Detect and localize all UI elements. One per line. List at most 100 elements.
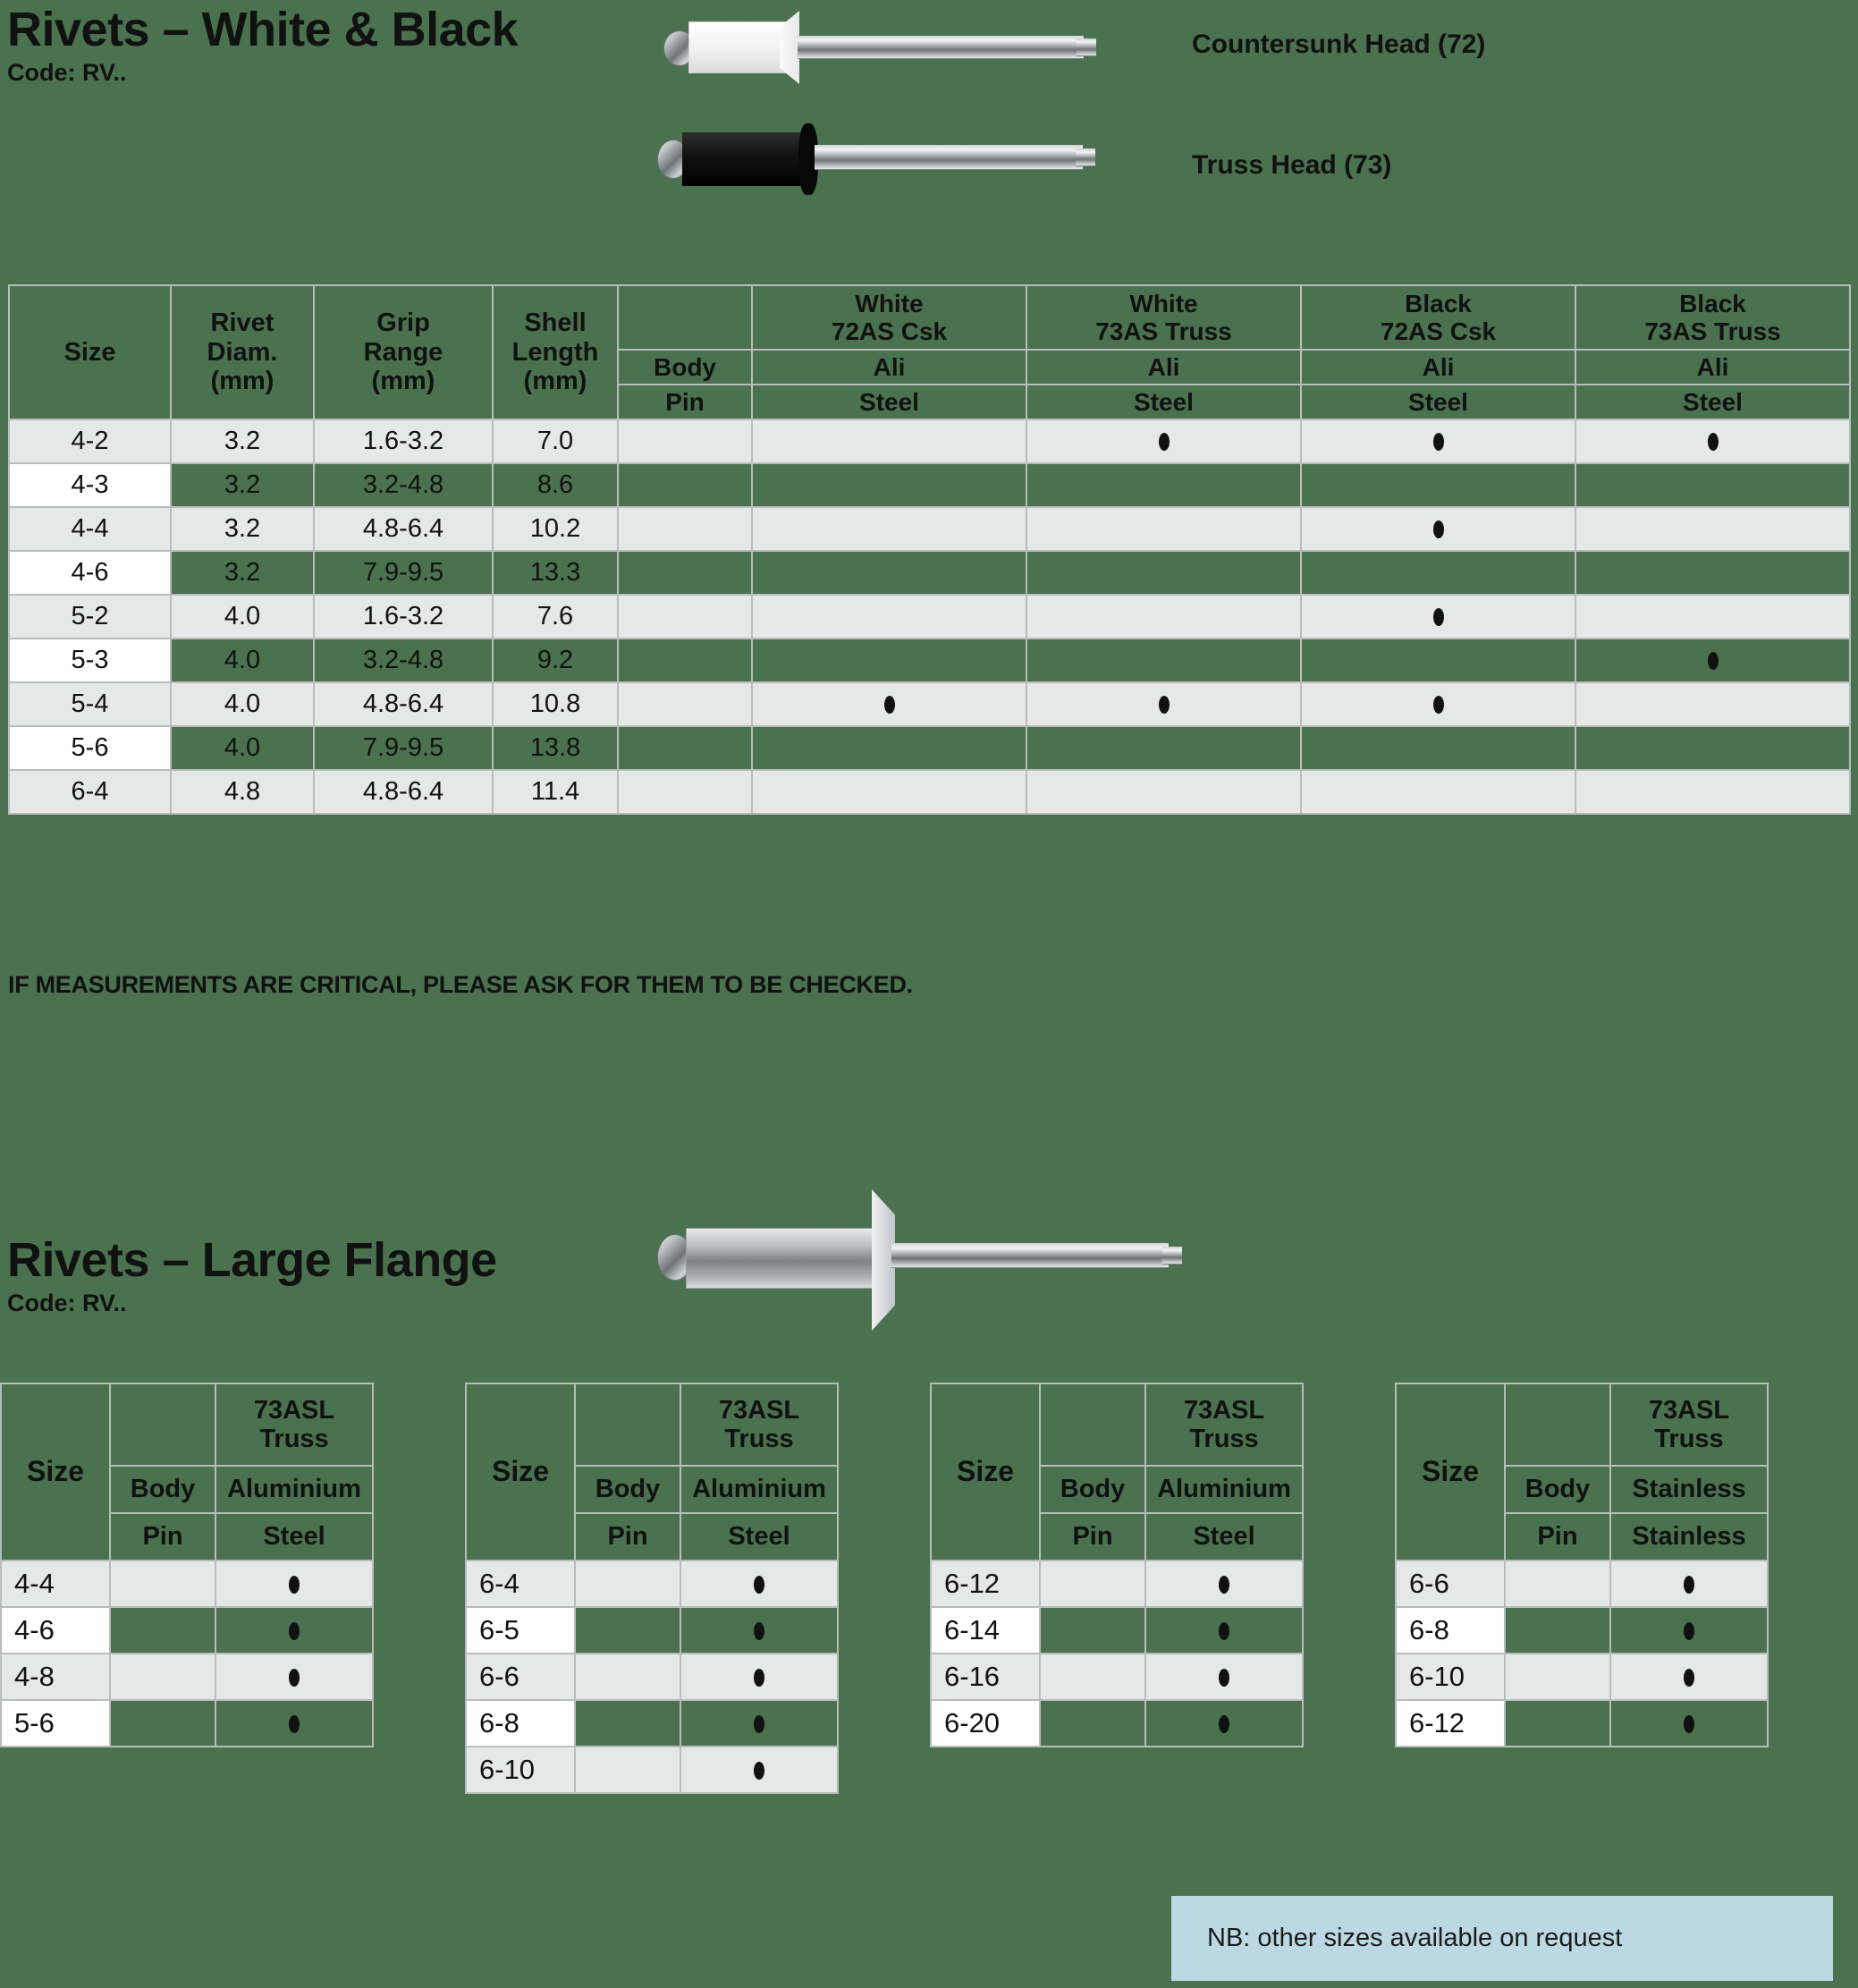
product-1-line1: White xyxy=(1129,289,1198,317)
cell-availability xyxy=(680,1746,839,1794)
cell-bodypin-spacer xyxy=(109,1560,216,1608)
section1-title: Rivets – White & Black xyxy=(7,3,519,56)
body-material: Stainless xyxy=(1609,1465,1769,1514)
cell-bodypin-spacer xyxy=(574,1653,681,1701)
pin-material: Steel xyxy=(680,1512,839,1561)
col-header-spacer xyxy=(109,1383,216,1467)
cell-size: 6-12 xyxy=(1395,1699,1506,1747)
nb-note-text: NB: other sizes available on request xyxy=(1207,1924,1623,1952)
cell-availability xyxy=(1609,1560,1769,1608)
cell-availability-2 xyxy=(1300,550,1576,596)
cell-grip-range: 4.8-6.4 xyxy=(313,681,494,727)
table-row: 6-5 xyxy=(465,1606,839,1654)
cell-availability xyxy=(680,1653,839,1701)
col-header-product-1: White 73AS Truss xyxy=(1026,284,1302,351)
cell-availability-0 xyxy=(751,594,1027,639)
cell-availability-0 xyxy=(751,419,1027,464)
table-row: 4-4 xyxy=(0,1560,374,1608)
cell-availability-1 xyxy=(1026,769,1302,815)
cell-availability-2 xyxy=(1300,419,1576,464)
cell-rivet-diam: 3.2 xyxy=(170,506,315,552)
cell-availability xyxy=(1144,1699,1304,1747)
grip-range-line2: Range xyxy=(363,337,443,367)
cell-size: 6-8 xyxy=(465,1699,576,1747)
cell-availability xyxy=(215,1653,374,1701)
cell-bodypin-spacer xyxy=(574,1606,681,1654)
table-row: 5-6 xyxy=(0,1699,374,1747)
grip-range-line1: Grip xyxy=(376,309,430,338)
cell-availability-0 xyxy=(751,506,1027,552)
header-row-body: Body Ali Ali Ali Ali xyxy=(9,349,1851,385)
cell-availability-1 xyxy=(1026,506,1302,552)
cell-bodypin-spacer xyxy=(617,419,753,464)
cell-size: 6-14 xyxy=(930,1606,1041,1654)
row-header-pin: Pin xyxy=(574,1512,681,1561)
table-row: 6-4 xyxy=(465,1560,839,1608)
cell-availability-2 xyxy=(1300,594,1576,639)
col-header-grip-range: Grip Range (mm) xyxy=(313,284,494,420)
cell-availability-2 xyxy=(1300,638,1576,683)
body-material: Aluminium xyxy=(215,1465,374,1514)
cell-availability xyxy=(1609,1699,1769,1747)
table-row: 6-10 xyxy=(465,1746,839,1794)
row-header-pin: Pin xyxy=(617,384,753,420)
cell-availability xyxy=(215,1699,374,1747)
shell-length-line3: (mm) xyxy=(523,367,587,396)
cell-availability-2 xyxy=(1300,681,1576,727)
pin-material-3: Steel xyxy=(1575,384,1851,420)
cell-availability xyxy=(680,1606,839,1654)
measurements-critical-note: IF MEASUREMENTS ARE CRITICAL, PLEASE ASK… xyxy=(8,971,913,998)
cell-bodypin-spacer xyxy=(617,594,753,639)
cell-availability xyxy=(1609,1653,1769,1701)
col-header-product-0: White 72AS Csk xyxy=(751,284,1027,351)
cell-bodypin-spacer xyxy=(617,769,753,815)
rivet-pin-shaft xyxy=(815,145,1083,170)
rivet-diam-line3: (mm) xyxy=(210,367,274,396)
cell-bodypin-spacer xyxy=(617,681,753,727)
product-line1: 73ASL xyxy=(1183,1395,1265,1425)
cell-rivet-diam: 4.0 xyxy=(170,638,315,683)
cell-bodypin-spacer xyxy=(574,1746,681,1794)
rivets-white-black-table: Size Rivet Diam. (mm) Grip Range (mm) Sh… xyxy=(8,284,1851,815)
cell-size: 6-16 xyxy=(930,1653,1041,1701)
cell-bodypin-spacer xyxy=(109,1606,216,1654)
cell-availability-1 xyxy=(1026,594,1302,639)
cell-availability-3 xyxy=(1575,594,1851,639)
section2-code: Code: RV.. xyxy=(7,1290,127,1316)
table-row: 4-8 xyxy=(0,1653,374,1701)
cell-size: 5-3 xyxy=(8,638,172,683)
row-header-body: Body xyxy=(1039,1465,1146,1514)
pin-material: Steel xyxy=(215,1512,374,1561)
cell-bodypin-spacer xyxy=(617,638,753,683)
cell-size: 4-6 xyxy=(0,1606,111,1654)
product-line1: 73ASL xyxy=(253,1395,335,1425)
cell-size: 4-3 xyxy=(8,462,172,508)
cell-grip-range: 7.9-9.5 xyxy=(313,725,494,771)
cell-grip-range: 4.8-6.4 xyxy=(313,769,494,815)
row-header-body: Body xyxy=(1504,1465,1611,1514)
shell-length-line1: Shell xyxy=(524,309,587,338)
cell-availability-3 xyxy=(1575,769,1851,815)
cell-grip-range: 3.2-4.8 xyxy=(313,638,494,683)
rivet-large-flange xyxy=(872,1189,895,1331)
cell-size: 6-20 xyxy=(930,1699,1041,1747)
rivet-diam-line1: Rivet xyxy=(210,309,274,338)
cell-grip-range: 4.8-6.4 xyxy=(313,506,494,552)
cell-shell-length: 8.6 xyxy=(492,462,619,508)
cell-size: 4-8 xyxy=(0,1653,111,1701)
cell-size: 6-10 xyxy=(465,1746,576,1794)
